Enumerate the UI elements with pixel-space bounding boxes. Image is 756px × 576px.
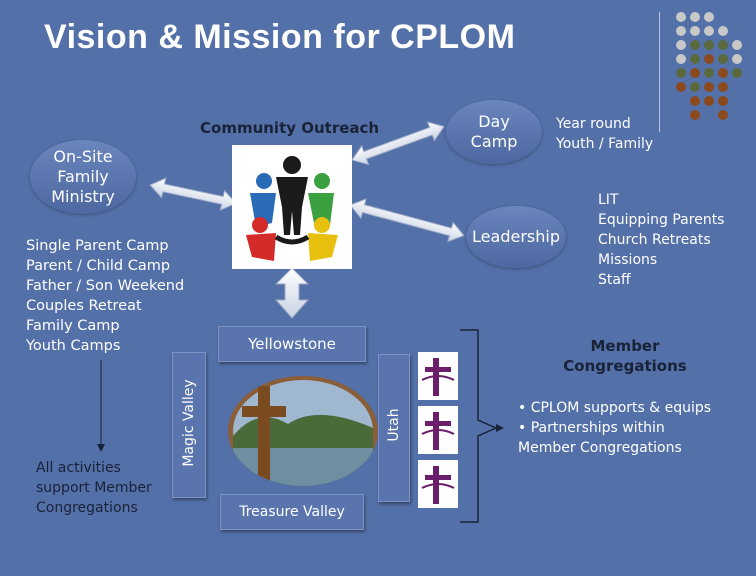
cross-lake-image: [228, 376, 378, 486]
arrow-on-site: [149, 177, 237, 212]
leadership-item: Church Retreats: [598, 232, 711, 248]
bullet-item: • CPLOM supports & equips: [518, 400, 712, 416]
treasure-valley-tab: Treasure Valley: [220, 494, 364, 530]
bullet-item: • Partnerships within: [518, 420, 665, 436]
year-round-line1: Year round: [556, 116, 631, 132]
cplom-bullets: • CPLOM supports & equips • Partnerships…: [518, 398, 711, 458]
leadership-item: Equipping Parents: [598, 212, 725, 228]
all-activities-line1: All activities: [36, 460, 121, 476]
utah-label: Utah: [386, 408, 402, 442]
page-title: Vision & Mission for CPLOM: [44, 18, 516, 56]
on-site-oval: On-Site Family Ministry: [30, 140, 136, 214]
divider-line: [659, 12, 660, 132]
camp-item: Parent / Child Camp: [26, 258, 171, 274]
arrow-down: [274, 267, 310, 319]
community-outreach-label: Community Outreach: [200, 119, 380, 137]
all-activities-line3: Congregations: [36, 500, 138, 516]
on-site-line1: On-Site: [53, 147, 113, 166]
year-round-text: Year round Youth / Family: [556, 114, 653, 154]
bullet-item: Member Congregations: [518, 440, 682, 456]
leadership-item: Staff: [598, 272, 631, 288]
outreach-people-image: [232, 145, 352, 269]
all-activities-text: All activities support Member Congregati…: [36, 458, 152, 518]
bracket: [460, 329, 498, 523]
camp-item: Family Camp: [26, 318, 120, 334]
leadership-items: LIT Equipping Parents Church Retreats Mi…: [598, 190, 724, 290]
dot-grid: [672, 12, 756, 122]
arrow-day-camp: [351, 121, 445, 166]
congregation-cross: [418, 406, 458, 454]
camp-item: Single Parent Camp: [26, 238, 169, 254]
all-activities-line2: support Member: [36, 480, 152, 496]
congregation-cross: [418, 460, 458, 508]
on-site-line3: Ministry: [51, 187, 115, 206]
day-camp-line2: Camp: [470, 132, 518, 151]
year-round-line2: Youth / Family: [556, 136, 654, 152]
member-congregations-heading: Member Congregations: [540, 336, 710, 376]
treasure-valley-label: Treasure Valley: [239, 504, 345, 520]
utah-tab: Utah: [378, 354, 410, 502]
yellowstone-label: Yellowstone: [248, 335, 336, 353]
member-congregations-line2: Congregations: [563, 357, 687, 375]
day-camp-oval: Day Camp: [446, 100, 542, 164]
leadership-item: Missions: [598, 252, 658, 268]
leadership-item: LIT: [598, 192, 619, 208]
camp-item: Father / Son Weekend: [26, 278, 185, 294]
camp-item: Couples Retreat: [26, 298, 142, 314]
leadership-oval: Leadership: [466, 206, 566, 268]
day-camp-line1: Day: [478, 112, 510, 131]
magic-valley-tab: Magic Valley: [172, 352, 206, 498]
arrow-leadership: [349, 198, 465, 243]
camp-item: Youth Camps: [26, 338, 121, 354]
yellowstone-tab: Yellowstone: [218, 326, 366, 362]
on-site-line2: Family: [57, 167, 109, 186]
camps-list: Single Parent Camp Parent / Child Camp F…: [26, 236, 184, 356]
member-congregations-line1: Member: [590, 337, 660, 355]
congregation-cross: [418, 352, 458, 400]
magic-valley-label: Magic Valley: [181, 379, 197, 467]
